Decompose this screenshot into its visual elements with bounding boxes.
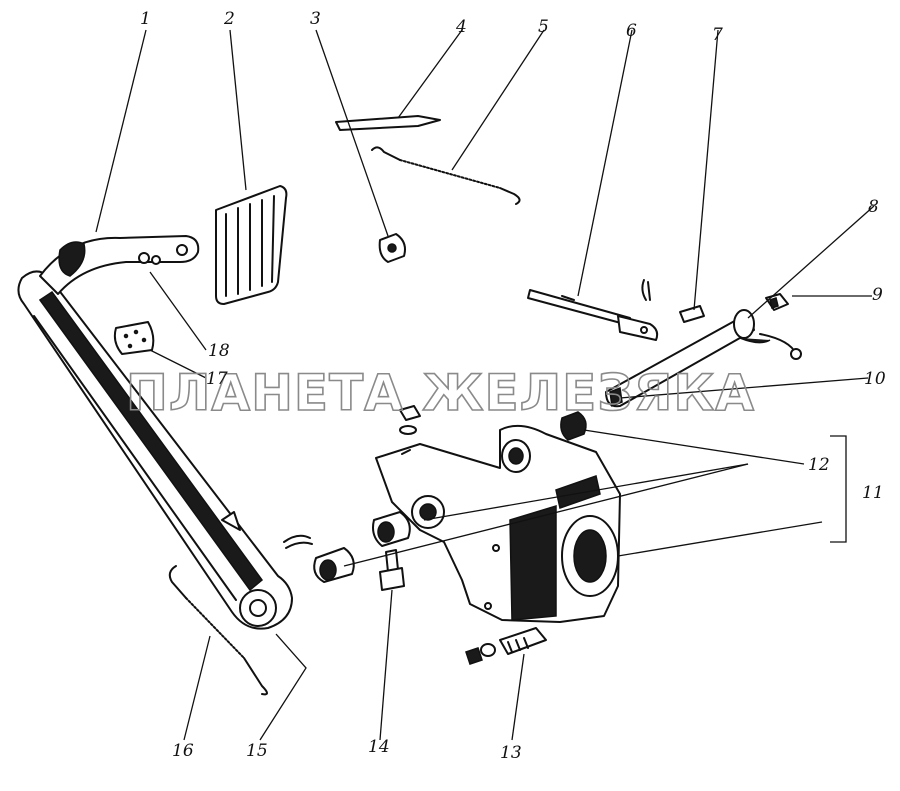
callout-13: 13 [500,743,522,763]
callout-7: 7 [712,25,723,45]
return-spring-upper [371,146,521,205]
nut-washer [399,405,421,435]
watermark: ПЛАНЕТА ЖЕЛЕЗЯКА [126,364,755,422]
clip [378,233,406,263]
pedal-shaft [605,309,802,408]
callout-numbers: 1 2 3 4 5 6 7 8 9 10 11 12 13 14 15 16 1… [140,9,886,763]
return-spring-lower [168,565,268,696]
callout-5: 5 [538,17,549,37]
callout-2: 2 [223,9,235,29]
rubber-pad [113,321,155,355]
callout-1: 1 [140,9,151,29]
callout-9: 9 [872,285,883,305]
leader-lines [95,29,875,741]
pedal-pad [215,185,288,305]
bracket-housing [375,424,621,623]
callout-8: 8 [868,197,879,217]
callout-11: 11 [862,483,884,503]
callout-17: 17 [206,369,228,389]
clevis-pin [641,279,705,323]
pedal-lever [17,235,313,630]
flat-strip [335,115,441,131]
bolt [379,549,405,591]
bushings [313,511,411,583]
callout-18: 18 [208,341,230,361]
callout-6: 6 [626,21,637,41]
callout-4: 4 [455,17,467,37]
push-rod [527,289,659,341]
callout-12: 12 [808,455,830,475]
callout-3: 3 [310,9,321,29]
callout-16: 16 [172,741,194,761]
bolt-set [465,627,547,665]
callout-14: 14 [368,737,390,757]
callout-15: 15 [246,741,268,761]
callout-10: 10 [864,369,886,389]
bushing-upper [560,411,587,441]
nut-bolt [765,293,789,311]
